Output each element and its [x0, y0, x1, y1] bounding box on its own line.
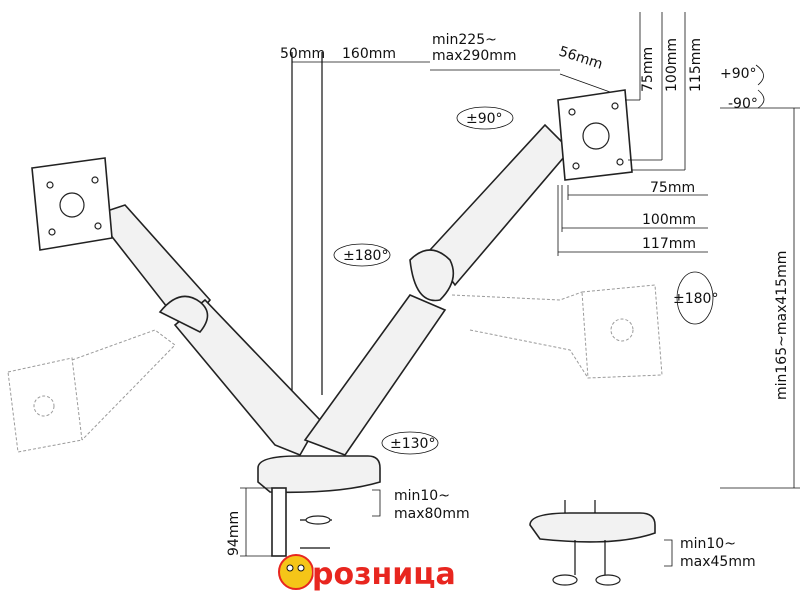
h117-label: 117mm — [642, 236, 696, 252]
clamp-range-label-line2: max80mm — [394, 506, 470, 522]
pole-offset-label: 50mm — [280, 46, 325, 62]
rotation-arrows — [333, 64, 765, 455]
monitor-plate-left — [31, 157, 113, 251]
right-arm — [303, 123, 572, 456]
h75-label: 75mm — [650, 180, 695, 196]
v75-label: 75mm — [640, 47, 656, 92]
tilt-down-label: -90° — [728, 96, 758, 112]
left-arm-rotation-label: ±180° — [343, 248, 388, 264]
logo-mascot-icon — [278, 554, 314, 590]
clamp-range-label-line1: min10~ — [394, 488, 450, 504]
grommet-base — [529, 500, 656, 586]
roznica-logo: розница — [278, 554, 457, 593]
right-plate-rotation-label: ±180° — [673, 291, 718, 307]
monitor-plate-right — [557, 89, 633, 181]
height-range-label: min165~max415mm — [774, 251, 790, 400]
left-arm — [93, 204, 321, 457]
logo-text: розница — [312, 557, 456, 592]
arm-offset-label: 160mm — [342, 46, 396, 62]
tilt-arm-label: 56mm — [557, 44, 605, 73]
desk-clamp — [257, 455, 381, 557]
base-rotation-label: ±130° — [390, 436, 435, 452]
grommet-range-label-line1: min10~ — [680, 536, 736, 552]
reach-range-label-line2: max290mm — [432, 48, 517, 64]
ghost-monitor-plate-right — [451, 284, 663, 379]
v115-label: 115mm — [688, 38, 704, 92]
head-rotation-label: ±90° — [466, 111, 503, 127]
center-pole — [291, 52, 323, 442]
tilt-up-label: +90° — [720, 66, 757, 82]
ghost-monitor-plate-left — [7, 329, 176, 453]
clamp-height-label: 94mm — [226, 511, 242, 556]
v100-label: 100mm — [664, 38, 680, 92]
reach-range-label-line1: min225~ — [432, 32, 497, 48]
grommet-range-label-line2: max45mm — [680, 554, 756, 570]
h100-label: 100mm — [642, 212, 696, 228]
dimension-lines — [240, 12, 800, 567]
